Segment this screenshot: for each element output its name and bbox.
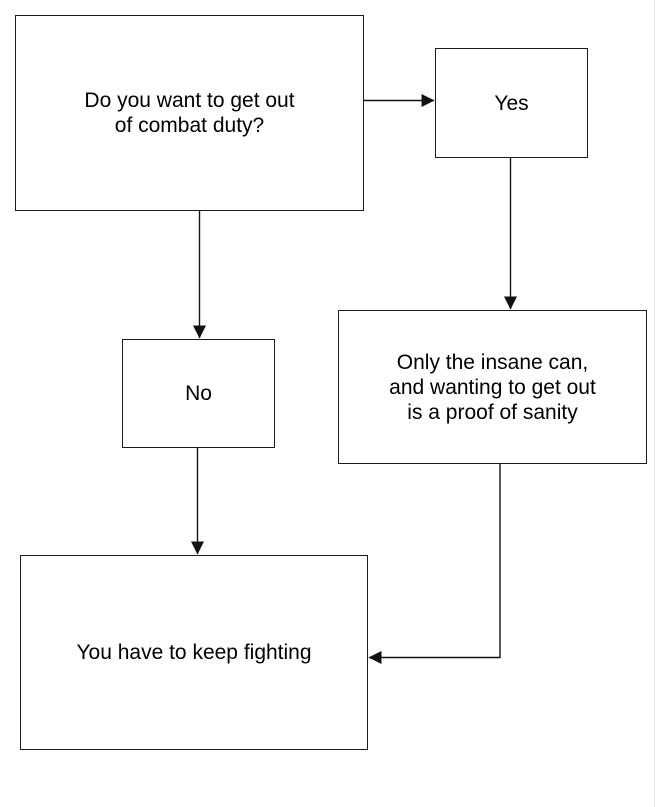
node-label-line: You have to keep fighting [76, 641, 312, 664]
flowchart-node-insane[interactable]: Only the insane can,and wanting to get o… [338, 310, 647, 464]
node-label-line: Do you want to get out [84, 89, 295, 112]
node-label-line: Yes [494, 91, 529, 115]
node-label-line: is a proof of sanity [407, 400, 578, 424]
node-label-line: and wanting to get out [389, 375, 596, 399]
connector-insane-to-fight [368, 464, 501, 664]
node-label-line: of combat duty? [114, 114, 265, 137]
flowchart-node-fight[interactable]: You have to keep fighting [20, 555, 368, 750]
node-label-line: No [185, 382, 212, 405]
page-boundary-line [654, 0, 655, 807]
flowchart-node-no[interactable]: No [122, 339, 275, 448]
flowchart-node-yes[interactable]: Yes [435, 48, 588, 158]
node-label-line: Only the insane can, [396, 350, 589, 374]
